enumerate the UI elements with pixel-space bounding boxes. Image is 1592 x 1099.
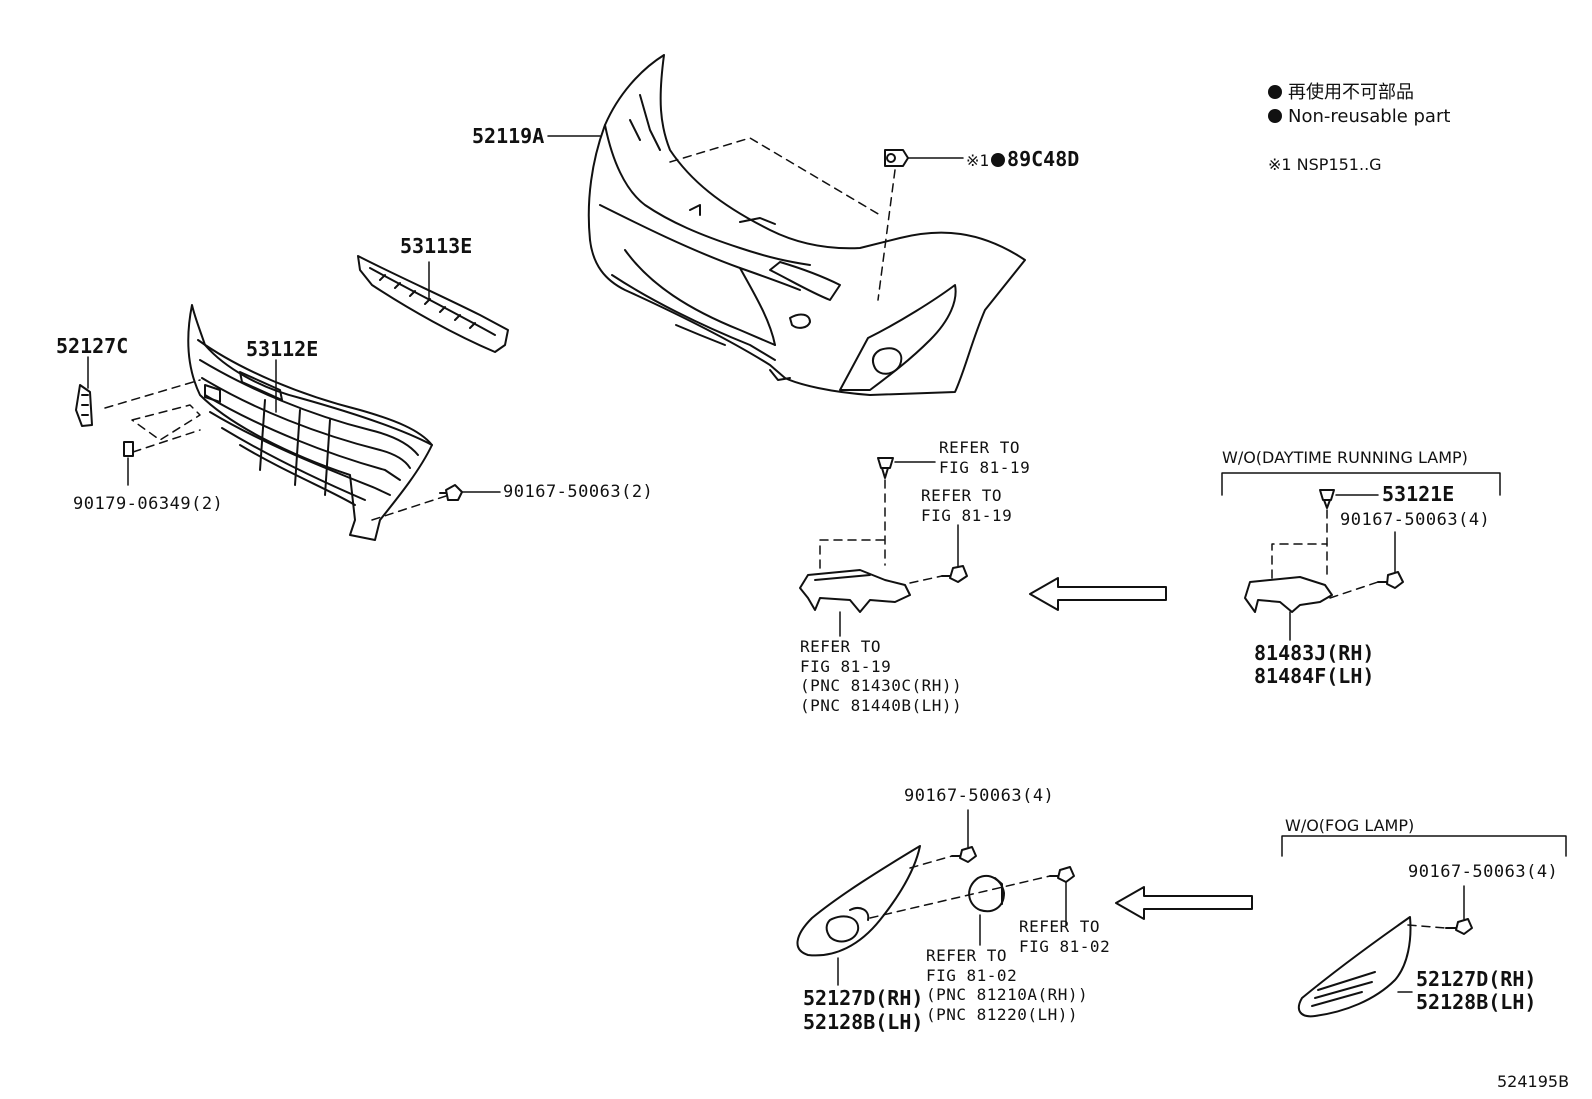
bolt-drl-side-shape [941, 565, 968, 583]
radiator-grille-shape [187, 304, 433, 541]
note-ref-89c48d: ※1 [966, 151, 990, 170]
non-reusable-bullet-icon [991, 153, 1006, 167]
part-52127c[interactable]: 52127C [56, 334, 129, 358]
fog-cover-shape [796, 845, 921, 957]
part-53113e[interactable]: 53113E [400, 234, 473, 258]
refer-line: FIG 81-02 [1019, 936, 1111, 956]
leader-89c48d [669, 137, 896, 301]
part-52128b-lh[interactable]: 52128B(LH) [803, 1010, 924, 1034]
refer-line: REFER TO [921, 486, 1003, 505]
refer-line: FIG 81-02 [926, 965, 1018, 985]
part-90167-drl[interactable]: 90167-50063(4) [1340, 510, 1491, 530]
clip-53121e-shape [1319, 489, 1335, 509]
screw-drl-shape [1377, 571, 1404, 589]
leader-drl-group [1271, 509, 1379, 599]
part-89c48d-text: 89C48D [1007, 147, 1080, 171]
fog-cover-nofog-shape [1297, 916, 1412, 1018]
legend-jp: 再使用不可部品 [1268, 83, 1414, 103]
fog-group-bracket [1281, 835, 1567, 857]
refer-line: (PNC 81220(LH)) [926, 1004, 1078, 1024]
part-52119a[interactable]: 52119A [472, 124, 545, 148]
refer-line: FIG 81-19 [800, 656, 892, 676]
screw-fog-2-shape [1049, 866, 1075, 883]
part-89c48d[interactable]: ※1 89C48D [966, 148, 1079, 172]
leader-grille [104, 379, 447, 521]
clip-90179-shape [123, 441, 134, 457]
part-90167-fog[interactable]: 90167-50063(4) [904, 786, 1055, 806]
drl-group-bracket [1221, 472, 1501, 496]
bullet-icon [1268, 85, 1282, 99]
screw-nofog-shape [1445, 918, 1473, 935]
refer-line: REFER TO [1019, 917, 1101, 936]
refer-line: (PNC 81210A(RH)) [926, 985, 1089, 1004]
part-53112e[interactable]: 53112E [246, 337, 319, 361]
leader-drl [819, 479, 943, 584]
leader-fog [869, 855, 1051, 919]
legend-en-text: Non-reusable part [1288, 106, 1451, 127]
legend-jp-text: 再使用不可部品 [1288, 82, 1414, 103]
figure-id: 524195B [1497, 1072, 1570, 1091]
refer-line: (PNC 81440B(LH)) [800, 695, 963, 715]
arrow-fog [1115, 886, 1253, 920]
part-52127d-rh-nofog[interactable]: 52127D(RH) [1416, 967, 1537, 991]
refer-line: REFER TO [939, 438, 1021, 457]
refer-line: REFER TO [800, 637, 882, 656]
refer-line: REFER TO [926, 946, 1008, 965]
legend-footnote: ※1 NSP151..G [1268, 155, 1382, 174]
group-title-drl: W/O(DAYTIME RUNNING LAMP) [1222, 448, 1468, 467]
screw-grille-shape [439, 484, 463, 501]
arrow-drl [1029, 577, 1167, 611]
part-81483j[interactable]: 81483J(RH) [1254, 641, 1375, 665]
clip-89c48d-shape [884, 149, 909, 167]
bullet-icon [1268, 109, 1282, 123]
fog-lamp-shape [968, 874, 1005, 913]
refer-line: (PNC 81430C(RH)) [800, 676, 963, 695]
screw-fog-1-shape [951, 846, 977, 863]
cover-52127c-shape [75, 384, 93, 427]
legend-en: Non-reusable part [1268, 107, 1450, 127]
drl-bracket-shape [799, 569, 911, 613]
part-52127d-rh[interactable]: 52127D(RH) [803, 986, 924, 1010]
refer-line: FIG 81-19 [921, 505, 1013, 525]
part-53121e[interactable]: 53121E [1382, 482, 1455, 506]
part-81484f[interactable]: 81484F(LH) [1254, 664, 1375, 688]
front-bumper-cover [587, 54, 1026, 396]
part-90167-nofog[interactable]: 90167-50063(4) [1408, 862, 1559, 882]
group-title-fog: W/O(FOG LAMP) [1285, 816, 1415, 835]
part-90167-grille[interactable]: 90167-50063(2) [503, 482, 654, 502]
refer-line: FIG 81-19 [939, 457, 1031, 477]
grille-upper-shape [357, 255, 509, 353]
drl-cover-shape [1244, 576, 1333, 613]
bolt-drl-top-shape [877, 457, 894, 479]
part-52128b-lh-nofog[interactable]: 52128B(LH) [1416, 990, 1537, 1014]
part-90179-06349[interactable]: 90179-06349(2) [73, 494, 224, 514]
